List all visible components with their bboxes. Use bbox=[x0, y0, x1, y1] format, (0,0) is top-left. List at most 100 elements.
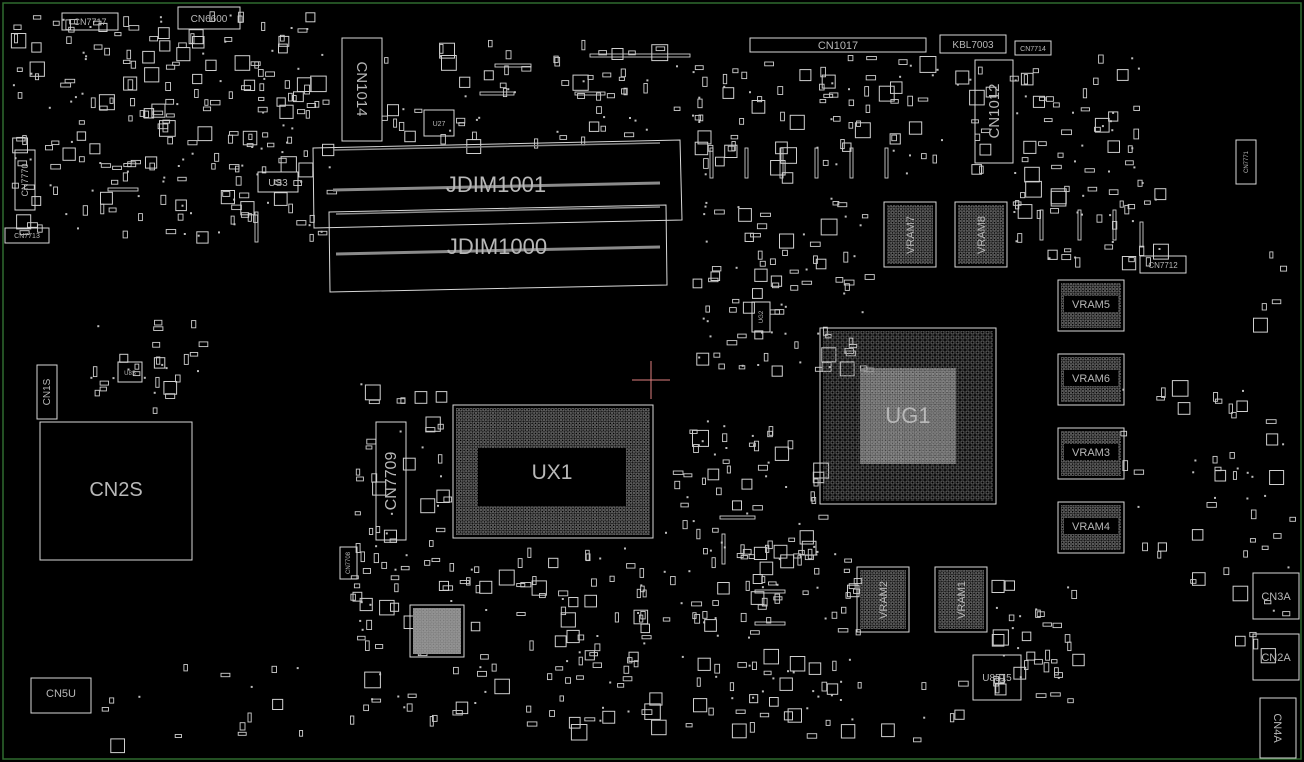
passive-component bbox=[126, 170, 129, 173]
passive-component bbox=[429, 540, 434, 547]
component-cn7717[interactable]: CN7717 bbox=[61, 12, 119, 31]
passive-component bbox=[624, 132, 635, 138]
passive-component bbox=[781, 172, 794, 184]
passive-component bbox=[100, 191, 113, 205]
passive-component bbox=[183, 233, 186, 235]
passive-component bbox=[832, 660, 837, 672]
component-cn1014[interactable]: CN1014 bbox=[341, 37, 383, 142]
passive-component bbox=[354, 511, 361, 516]
component-vram5[interactable]: VRAM5 bbox=[1057, 279, 1125, 332]
passive-component bbox=[555, 666, 564, 671]
component-ux1[interactable]: UX1 bbox=[452, 404, 654, 539]
component-cn3a[interactable]: CN3A bbox=[1252, 572, 1300, 620]
passive-component bbox=[1016, 112, 1019, 115]
passive-component bbox=[161, 363, 164, 366]
component-vram3[interactable]: VRAM3 bbox=[1057, 427, 1125, 480]
passive-component bbox=[258, 96, 265, 101]
passive-component bbox=[753, 444, 755, 447]
passive-component bbox=[1033, 658, 1043, 665]
component-label: VRAM2 bbox=[878, 581, 890, 619]
passive-component bbox=[889, 133, 901, 145]
component-cn2s[interactable]: CN2S bbox=[39, 421, 193, 561]
passive-component bbox=[1214, 469, 1227, 482]
passive-component bbox=[1101, 125, 1104, 128]
passive-component bbox=[685, 723, 693, 728]
passive-component bbox=[1015, 200, 1020, 210]
component-u27[interactable]: U27 bbox=[423, 109, 455, 137]
passive-component bbox=[1052, 102, 1060, 108]
passive-component bbox=[1261, 545, 1269, 550]
component-vram4[interactable]: VRAM4 bbox=[1057, 501, 1125, 554]
component-u8s[interactable]: U8S bbox=[117, 361, 143, 383]
passive-component bbox=[784, 305, 787, 308]
passive-component bbox=[400, 397, 406, 404]
passive-component bbox=[749, 91, 751, 94]
passive-component bbox=[1014, 172, 1017, 174]
component-cn1017[interactable]: CN1017 bbox=[749, 37, 927, 53]
passive-component bbox=[821, 681, 828, 692]
passive-component bbox=[308, 224, 311, 227]
component-jdim1000[interactable]: JDIM1000 bbox=[328, 204, 668, 293]
component-cn2a[interactable]: CN2A bbox=[1252, 633, 1300, 681]
component-cn1012[interactable]: CN1012 bbox=[974, 59, 1014, 164]
passive-component bbox=[856, 120, 861, 127]
passive-component bbox=[812, 690, 815, 693]
passive-component bbox=[764, 61, 774, 67]
component-cn4a[interactable]: CN4A bbox=[1259, 697, 1297, 759]
component-vram8[interactable]: VRAM8 bbox=[954, 201, 1008, 268]
passive-component bbox=[172, 61, 180, 66]
passive-component bbox=[239, 192, 250, 199]
passive-component bbox=[432, 714, 438, 722]
component-cn7713[interactable]: CN7713 bbox=[4, 227, 50, 244]
passive-component bbox=[50, 163, 61, 170]
passive-component bbox=[1282, 443, 1285, 446]
passive-component bbox=[674, 480, 681, 490]
passive-component bbox=[701, 440, 704, 443]
passive-component bbox=[789, 114, 805, 130]
component-cn7714[interactable]: CN7714 bbox=[1014, 40, 1052, 56]
passive-component bbox=[181, 204, 184, 207]
component-vram1[interactable]: VRAM1 bbox=[934, 566, 988, 633]
component-cn6600[interactable]: CN6600 bbox=[177, 6, 241, 30]
passive-component bbox=[704, 619, 717, 632]
passive-component bbox=[1025, 180, 1042, 198]
component-vram2[interactable]: VRAM2 bbox=[856, 566, 910, 633]
passive-component bbox=[122, 59, 131, 64]
component-kbl7003[interactable]: KBL7003 bbox=[939, 34, 1007, 54]
component-ug2[interactable]: UG2 bbox=[751, 301, 771, 333]
component-label: CN7714 bbox=[1020, 46, 1046, 53]
passive-component bbox=[1139, 245, 1145, 256]
passive-component bbox=[360, 383, 363, 386]
component-cn5u[interactable]: CN5U bbox=[30, 677, 92, 714]
passive-component bbox=[560, 612, 576, 628]
component-cn7712[interactable]: CN7712 bbox=[1139, 255, 1187, 274]
component-ug1[interactable]: UG1 bbox=[819, 327, 997, 505]
component-vram6[interactable]: VRAM6 bbox=[1057, 353, 1125, 406]
component-jdim1001[interactable]: JDIM1001 bbox=[312, 139, 683, 229]
passive-component bbox=[702, 317, 705, 320]
component-bga-chip[interactable] bbox=[409, 604, 465, 658]
passive-component bbox=[581, 39, 586, 51]
component-vram7[interactable]: VRAM7 bbox=[883, 201, 937, 268]
component-cn1s[interactable]: CN1S bbox=[36, 364, 58, 420]
passive-component bbox=[152, 341, 161, 348]
passive-component bbox=[565, 677, 571, 684]
passive-component bbox=[553, 55, 559, 64]
passive-component bbox=[815, 553, 818, 556]
component-u8515[interactable]: U8515 bbox=[972, 654, 1022, 701]
passive-component bbox=[923, 716, 926, 719]
component-us3[interactable]: US3 bbox=[257, 171, 299, 193]
passive-component bbox=[780, 111, 785, 122]
passive-component bbox=[414, 108, 423, 113]
passive-component bbox=[1017, 647, 1020, 650]
passive-component bbox=[693, 698, 708, 713]
component-label: VRAM4 bbox=[1072, 521, 1110, 533]
component-cn7708[interactable]: CN7708 bbox=[339, 546, 358, 580]
passive-component bbox=[692, 429, 709, 447]
passive-component bbox=[234, 55, 251, 71]
passive-component bbox=[681, 655, 684, 658]
passive-component bbox=[442, 585, 454, 591]
component-cn7709[interactable]: CN7709 bbox=[375, 421, 407, 541]
component-cn7771[interactable]: CN7771 bbox=[1235, 139, 1257, 185]
component-cn7770[interactable]: CN7770 bbox=[14, 149, 36, 211]
